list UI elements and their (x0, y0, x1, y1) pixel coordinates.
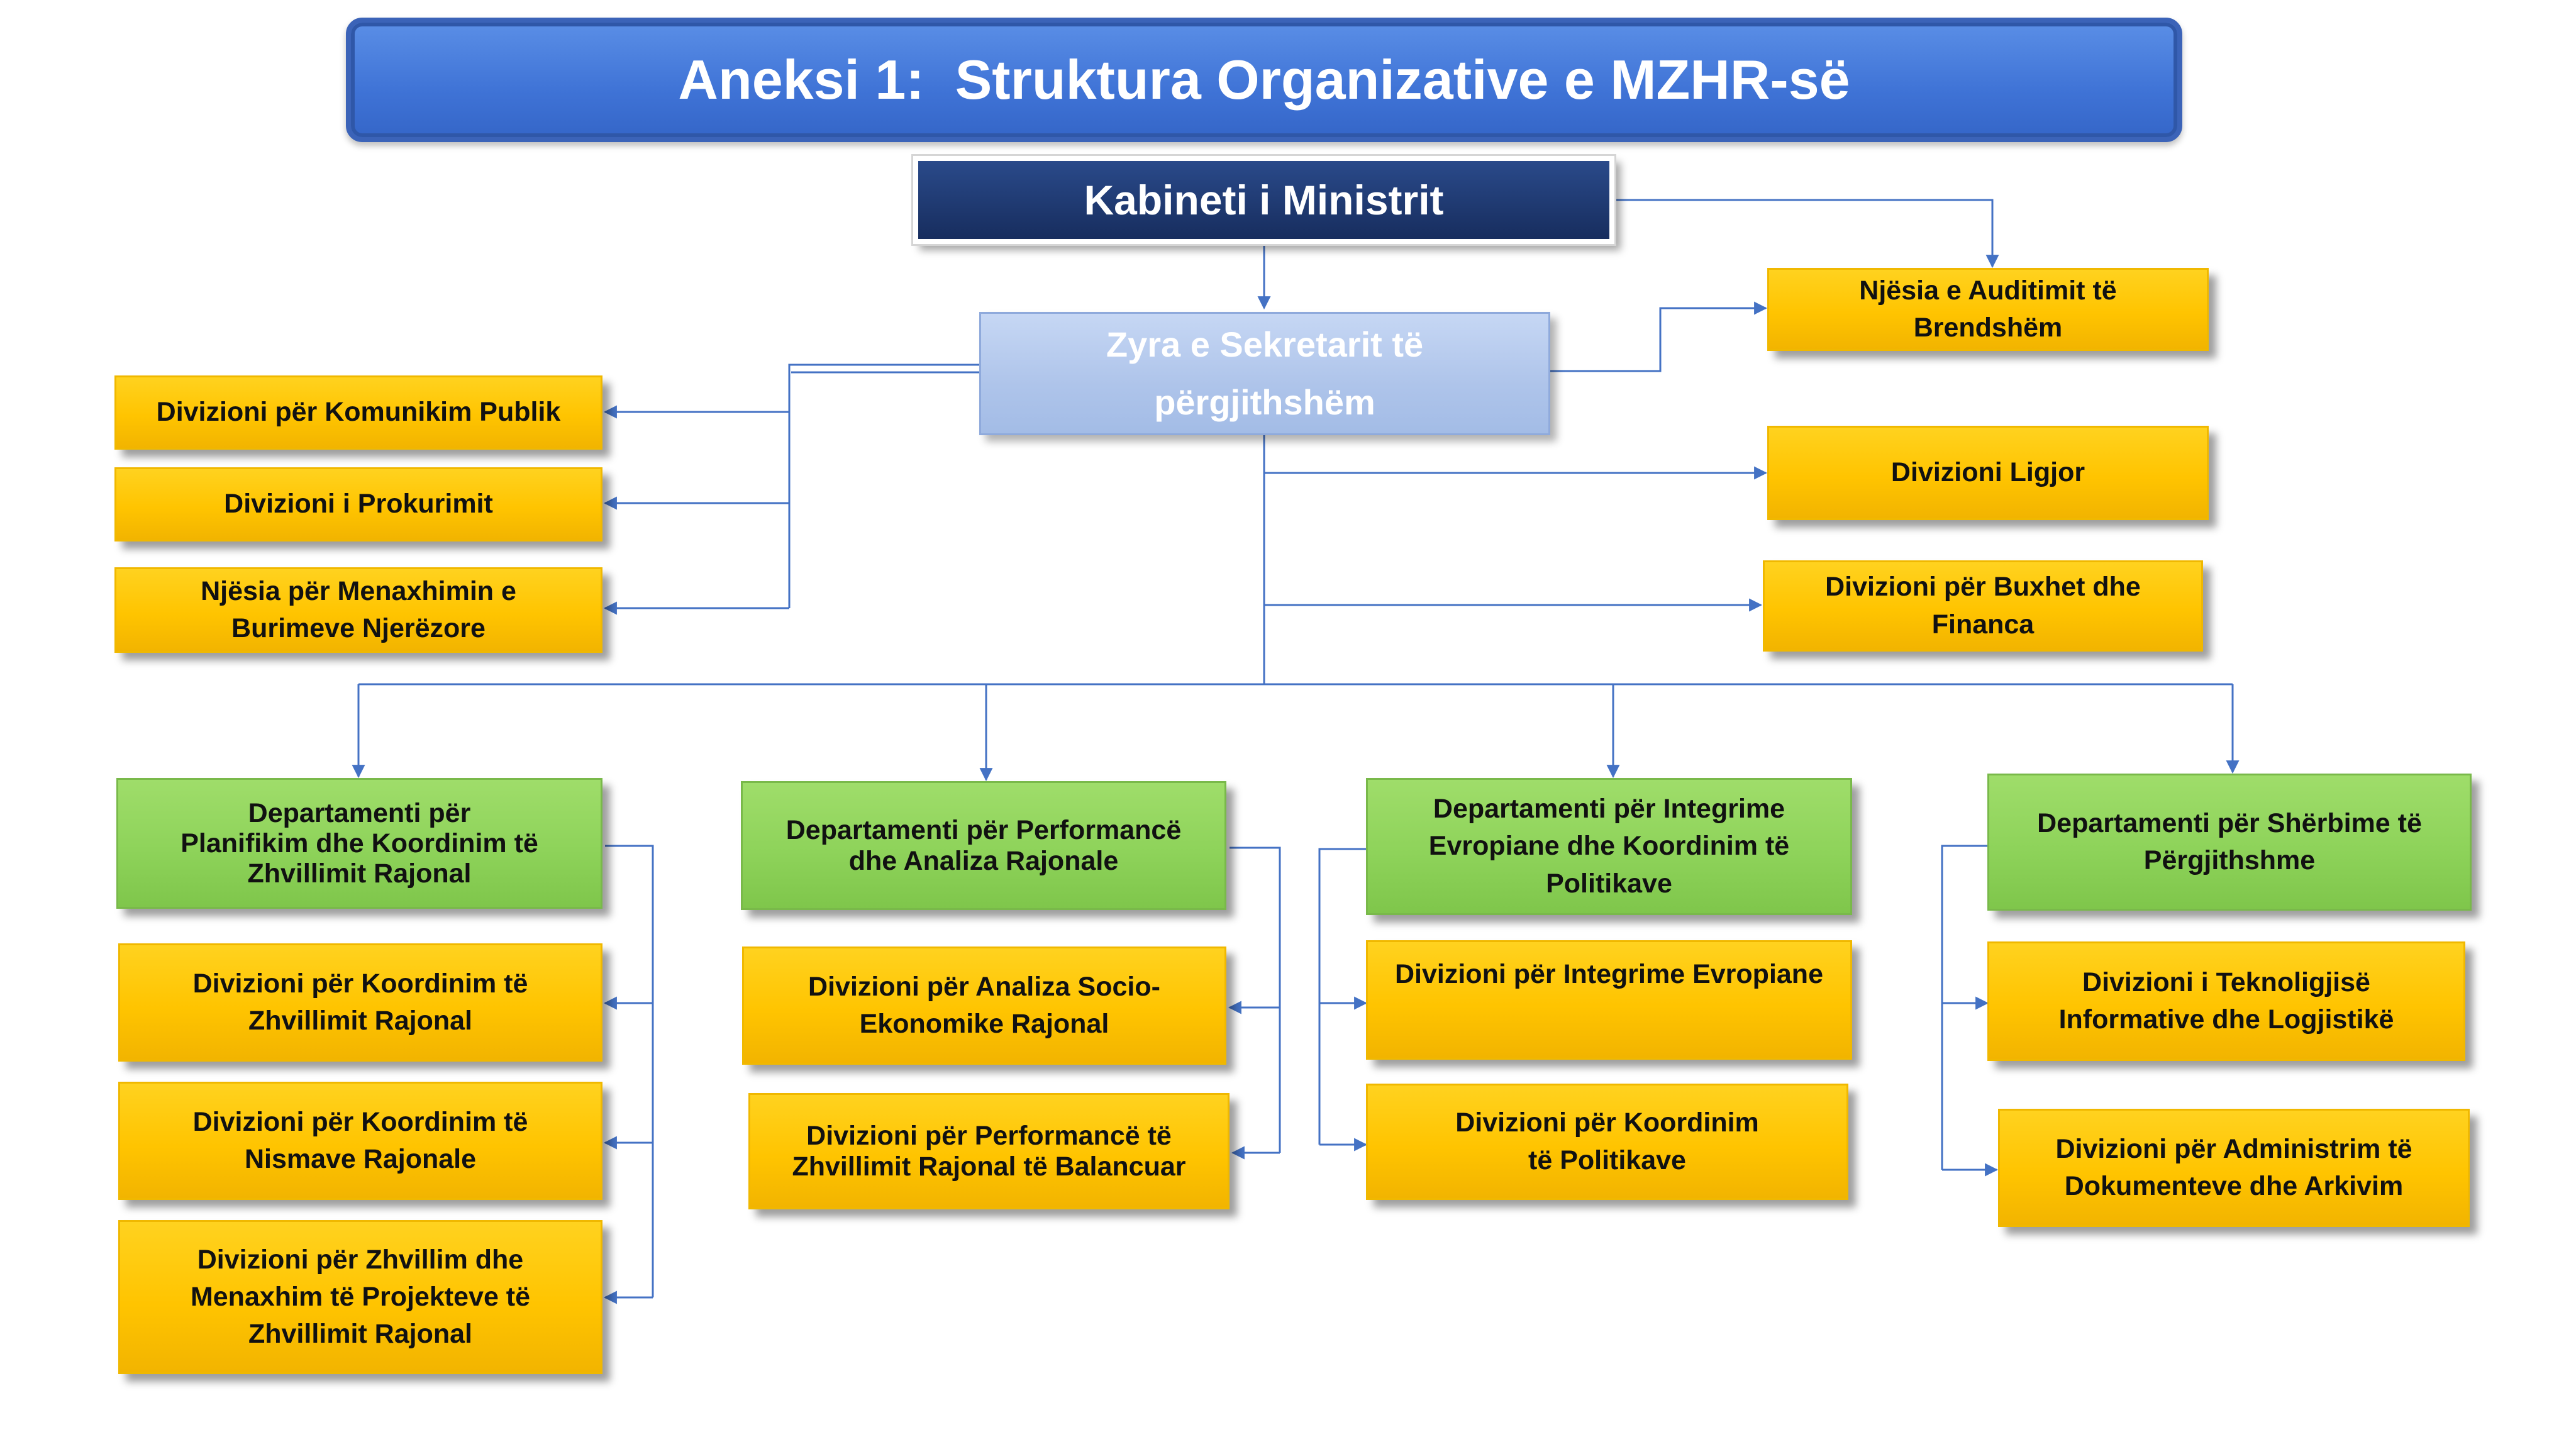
department-label: Departamenti për Planifikim dhe Koordini… (180, 797, 538, 889)
division-socio-economic-analysis: Divizioni për Analiza Socio- Ekonomike R… (742, 947, 1226, 1065)
division-label: Divizioni i Teknoligjisë Informative dhe… (2058, 967, 2394, 1035)
cabinet-box: Kabineti i Ministrit (911, 154, 1616, 246)
unit-label: Divizioni për Komunikim Publik (156, 397, 561, 428)
connector-dept-3-trunk (1318, 848, 1370, 1145)
division-regional-development-coordination: Divizioni për Koordinim të Zhvillimit Ra… (118, 943, 602, 1062)
unit-label: Njësia për Menaxhimin e Burimeve Njerëzo… (201, 575, 516, 643)
department-label: Departamenti për Performancë dhe Analiza… (786, 815, 1182, 876)
unit-internal-audit: Njësia e Auditimit të Brendshëm (1767, 268, 2209, 351)
department-label: Departamenti për Integrime Evropiane dhe… (1428, 794, 1790, 899)
division-policy-coordination: Divizioni për Koordinim të Politikave (1366, 1084, 1848, 1200)
chart-title-bar: Aneksi 1: Struktura Organizative e MZHR-… (346, 18, 2182, 142)
department-european-integration: Departamenti për Integrime Evropiane dhe… (1366, 778, 1852, 915)
unit-budget-finance: Divizioni për Buxhet dhe Financa (1763, 560, 2203, 652)
unit-label: Divizioni Ligjor (1890, 457, 2085, 488)
division-it-logistics: Divizioni i Teknoligjisë Informative dhe… (1987, 941, 2465, 1061)
unit-public-communication: Divizioni për Komunikim Publik (114, 375, 602, 450)
connector-secretary-left-trunk (788, 364, 979, 608)
connector-dept-2-trunk (1230, 847, 1281, 1153)
department-performance-analysis: Departamenti për Performancë dhe Analiza… (741, 781, 1226, 910)
department-planning-coordination: Departamenti për Planifikim dhe Koordini… (116, 778, 602, 909)
division-label: Divizioni për Koordinim të Zhvillimit Ra… (192, 968, 528, 1036)
division-label: Divizioni për Zhvillim dhe Menaxhim të P… (190, 1244, 531, 1350)
division-document-archiving: Divizioni për Administrim të Dokumenteve… (1998, 1109, 2470, 1227)
division-label: Divizioni për Koordinim të Politikave (1455, 1108, 1759, 1175)
division-european-integration: Divizioni për Integrime Evropiane (1366, 940, 1852, 1060)
unit-human-resources: Njësia për Menaxhimin e Burimeve Njerëzo… (114, 567, 602, 653)
division-balanced-development-performance: Divizioni për Performancë të Zhvillimit … (748, 1093, 1230, 1209)
unit-legal: Divizioni Ligjor (1767, 426, 2209, 520)
division-label: Divizioni për Koordinim të Nismave Rajon… (192, 1106, 528, 1174)
division-project-development-management: Divizioni për Zhvillim dhe Menaxhim të P… (118, 1220, 602, 1374)
connector-cabinet-audit (1614, 199, 1999, 269)
connector-dept-4-trunk (1941, 845, 1990, 1170)
unit-label: Divizioni i Prokurimit (224, 489, 493, 519)
division-label: Divizioni për Administrim të Dokumenteve… (2055, 1133, 2412, 1201)
connector-dept-1-trunk (605, 845, 654, 1297)
chart-title: Aneksi 1: Struktura Organizative e MZHR-… (678, 48, 1850, 111)
division-label: Divizioni për Analiza Socio- Ekonomike R… (808, 971, 1160, 1039)
connector-secretary-audit (1550, 301, 1768, 372)
division-label: Divizioni për Integrime Evropiane (1395, 959, 1823, 989)
secretary-general-box: Zyra e Sekretarit të përgjithshëm (979, 312, 1550, 435)
division-label: Divizioni për Performancë të Zhvillimit … (792, 1121, 1186, 1182)
unit-label: Divizioni për Buxhet dhe Financa (1825, 572, 2141, 640)
unit-label: Njësia e Auditimit të Brendshëm (1859, 275, 2117, 343)
department-general-services: Departamenti për Shërbime të Përgjithshm… (1987, 774, 2472, 911)
secretary-general-label: Zyra e Sekretarit të përgjithshëm (1106, 324, 1424, 422)
department-label: Departamenti për Shërbime të Përgjithshm… (2037, 808, 2422, 875)
division-regional-initiatives-coordination: Divizioni për Koordinim të Nismave Rajon… (118, 1082, 602, 1200)
cabinet-label: Kabineti i Ministrit (1084, 177, 1444, 223)
unit-procurement: Divizioni i Prokurimit (114, 467, 602, 541)
